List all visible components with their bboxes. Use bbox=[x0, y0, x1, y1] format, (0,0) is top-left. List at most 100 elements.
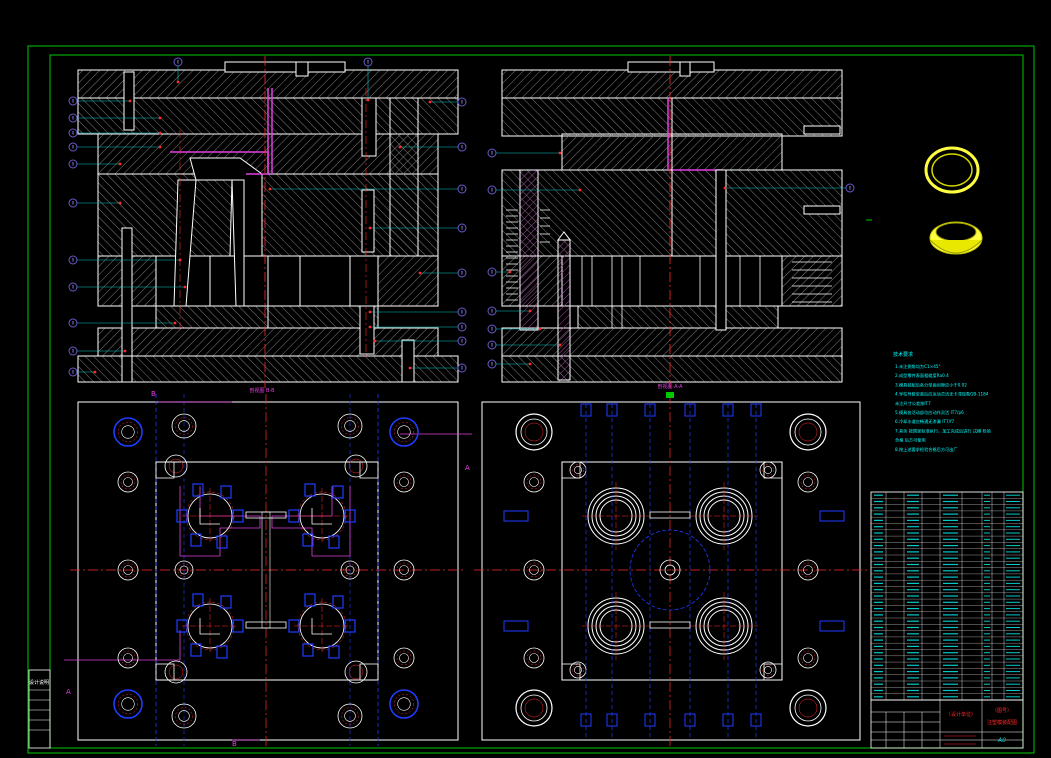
part-balloon[interactable]: 0 bbox=[487, 306, 532, 316]
svg-text:0: 0 bbox=[72, 258, 75, 263]
tech-req-item: 3.模具装配后各分型面间隙应小于0.02 bbox=[895, 381, 967, 388]
cavity-cluster bbox=[176, 483, 244, 549]
tech-req-item: 未注尺寸公差按IT7 bbox=[895, 400, 931, 407]
part-balloon[interactable]: 0 bbox=[723, 183, 855, 193]
side-screw bbox=[503, 510, 529, 522]
title-block-school: （设计单位） bbox=[946, 711, 976, 718]
part-balloon[interactable]: 0 bbox=[363, 57, 373, 102]
part-balloon[interactable]: 0 bbox=[68, 198, 122, 208]
part-balloons-right[interactable]: 0 0 0 0 0 0 0 0 bbox=[487, 148, 855, 369]
product-3d-view bbox=[924, 146, 983, 255]
left-stamp-label: 设计说明 bbox=[29, 679, 49, 686]
part-balloon[interactable]: 0 bbox=[68, 128, 162, 138]
part-balloon[interactable]: 0 bbox=[487, 267, 512, 277]
part-balloon[interactable]: 0 bbox=[398, 142, 467, 152]
bolt-hole bbox=[337, 703, 363, 729]
bolt-hole bbox=[393, 471, 415, 493]
cut-mark-b-bottom: B bbox=[232, 740, 237, 748]
tech-req-item: 4.导柱导套安装后应运动灵活无卡滞现象GB-1184 bbox=[895, 391, 989, 398]
svg-text:0: 0 bbox=[461, 145, 464, 150]
svg-text:0: 0 bbox=[177, 60, 180, 65]
part-balloon[interactable]: 0 bbox=[487, 185, 582, 195]
part-balloon[interactable]: 0 bbox=[68, 367, 97, 377]
part-balloon[interactable]: 0 bbox=[487, 148, 562, 158]
svg-text:0: 0 bbox=[72, 321, 75, 326]
part-balloon[interactable]: 0 bbox=[368, 223, 467, 233]
cavity-cluster bbox=[288, 593, 356, 659]
part-balloon[interactable]: 0 bbox=[268, 184, 467, 194]
guide-bush bbox=[344, 454, 368, 478]
part-balloon[interactable]: 0 bbox=[408, 363, 467, 373]
bolt-hole bbox=[171, 413, 197, 439]
title-block-drawing-no: （图号） bbox=[992, 708, 1012, 714]
part-balloon[interactable]: 0 bbox=[487, 324, 542, 334]
tech-req-item: 8.按上述要求检验合格后方可出厂 bbox=[895, 446, 958, 453]
bolt-hole bbox=[569, 661, 587, 679]
section-view-a-a[interactable] bbox=[501, 56, 843, 388]
svg-text:0: 0 bbox=[461, 310, 464, 315]
part-balloons-left[interactable]: 0 0 0 0 0 0 0 0 0 0 0 0 0 0 0 0 0 0 0 0 0 0 bbox=[68, 57, 467, 377]
part-balloon[interactable]: 0 bbox=[68, 142, 162, 152]
bolt-hole bbox=[393, 559, 415, 581]
cavity-ring bbox=[582, 482, 650, 550]
section-label-a-a: 剖视图 A-A bbox=[657, 383, 683, 390]
guide-bush bbox=[164, 660, 188, 684]
part-balloon[interactable]: 0 bbox=[368, 307, 467, 317]
bolt-hole bbox=[569, 461, 587, 479]
bolt-hole bbox=[337, 413, 363, 439]
tech-req-heading: 技术要求 bbox=[893, 351, 913, 358]
bolt-hole bbox=[113, 417, 143, 447]
part-balloon[interactable]: 0 bbox=[68, 346, 127, 356]
cut-mark-b-top: B bbox=[151, 390, 156, 398]
ejector-pin-column bbox=[580, 403, 592, 738]
guide-bush bbox=[344, 660, 368, 684]
guide-pillar bbox=[515, 689, 553, 727]
svg-text:0: 0 bbox=[461, 366, 464, 371]
part-balloon[interactable]: 0 bbox=[68, 96, 132, 106]
outer-border bbox=[27, 45, 1035, 754]
svg-text:0: 0 bbox=[461, 100, 464, 105]
tech-req-item: 7.其余 按国家标准执行，加工完成后进行 试模 检验 bbox=[895, 427, 992, 434]
part-balloon[interactable]: 0 bbox=[68, 159, 122, 169]
bolt-hole bbox=[759, 661, 777, 679]
ejector-pin-column bbox=[750, 403, 762, 738]
bolt-hole bbox=[759, 461, 777, 479]
bolt-hole bbox=[393, 647, 415, 669]
plan-view-fixed-half[interactable]: B B A A bbox=[64, 390, 472, 748]
part-balloon[interactable]: 0 bbox=[373, 336, 467, 346]
guide-pillar bbox=[515, 413, 553, 451]
bolt-hole bbox=[174, 560, 194, 580]
technical-requirements: 技术要求 1.未注倒角均为C1×45° 2.成型零件表面粗糙度Ra0.4 3.模具装… bbox=[893, 351, 992, 453]
part-balloon[interactable]: 0 bbox=[368, 322, 467, 332]
tech-req-item: 1.未注倒角均为C1×45° bbox=[895, 363, 941, 370]
inner-border bbox=[49, 54, 1024, 749]
title-block: （设计单位） （图号） 注塑模装配图 A0 bbox=[870, 699, 1024, 749]
section-label-b-b: 剖视图 B-B bbox=[249, 387, 275, 394]
ejector-pin-column bbox=[606, 403, 618, 738]
left-stamp-block: 设计说明 bbox=[28, 669, 51, 749]
svg-text:0: 0 bbox=[72, 145, 75, 150]
cavity-ring bbox=[690, 482, 758, 550]
section-view-b-b[interactable] bbox=[77, 56, 459, 388]
side-screw bbox=[819, 620, 845, 632]
part-balloon[interactable]: 0 bbox=[68, 282, 187, 292]
bolt-hole bbox=[389, 689, 419, 719]
cavity-ring bbox=[690, 592, 758, 660]
part-balloon[interactable]: 0 bbox=[428, 97, 467, 107]
part-balloon[interactable]: 0 bbox=[418, 268, 467, 278]
tech-req-item: 合格 后方可使用 bbox=[895, 437, 926, 444]
part-balloon[interactable]: 0 bbox=[68, 318, 177, 328]
plan-view-moving-half[interactable] bbox=[474, 392, 868, 746]
part-balloon[interactable]: 0 bbox=[68, 255, 182, 265]
part-balloon[interactable]: 0 bbox=[487, 340, 562, 350]
bolt-hole bbox=[117, 647, 139, 669]
bolt-hole bbox=[171, 703, 197, 729]
svg-text:0: 0 bbox=[461, 187, 464, 192]
ejector-pin-column bbox=[644, 403, 656, 738]
part-balloon[interactable]: 0 bbox=[68, 113, 162, 123]
tech-req-item: 2.成型零件表面粗糙度Ra0.4 bbox=[895, 372, 949, 379]
part-balloon[interactable]: 0 bbox=[173, 57, 183, 84]
ejector-pin-column bbox=[684, 403, 696, 738]
part-balloon[interactable]: 0 bbox=[487, 359, 532, 369]
